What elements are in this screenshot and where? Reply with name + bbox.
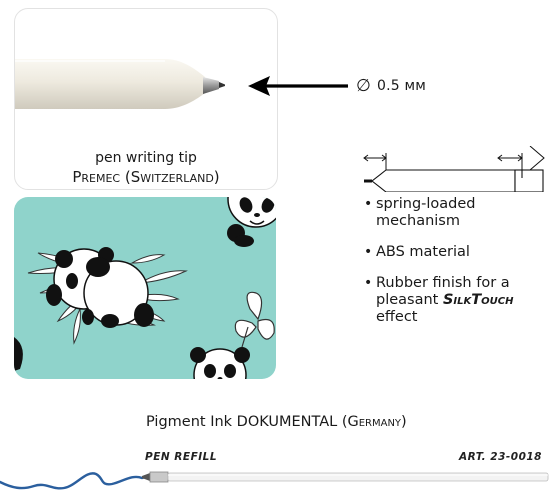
tip-caption-line2: Premec (Switzerland)	[72, 168, 220, 186]
panda-print-card	[14, 197, 276, 379]
pen-refill-illustration	[0, 471, 549, 490]
butterfly-illustration	[234, 291, 275, 348]
pen-tip-illustration	[15, 59, 225, 109]
tip-caption-line1: pen writing tip	[95, 150, 197, 166]
feature-list: spring-loaded mechanism ABS material Rub…	[364, 196, 550, 340]
silktouch-brand: SilkTouch	[442, 292, 514, 308]
tip-diameter-value: 0.5 мм	[377, 78, 427, 94]
pen-mechanism-icon	[363, 146, 545, 192]
list-item: spring-loaded mechanism	[364, 196, 550, 230]
list-item: Rubber finish for a pleasant SilkTouch e…	[364, 275, 550, 326]
pen-tip-card: pen writing tip Premec (Switzerland)	[14, 8, 278, 190]
tip-diameter: ∅ 0.5 мм	[356, 76, 427, 96]
list-item: ABS material	[364, 244, 550, 261]
ink-title: Pigment Ink DOKUMENTAL (Germany)	[146, 414, 407, 430]
article-number: ART. 23-0018	[459, 451, 542, 463]
arrow-left-icon	[248, 76, 348, 96]
refill-label: PEN REFILL	[145, 451, 218, 463]
diameter-icon: ∅	[356, 76, 372, 96]
panda-illustration	[14, 197, 276, 379]
